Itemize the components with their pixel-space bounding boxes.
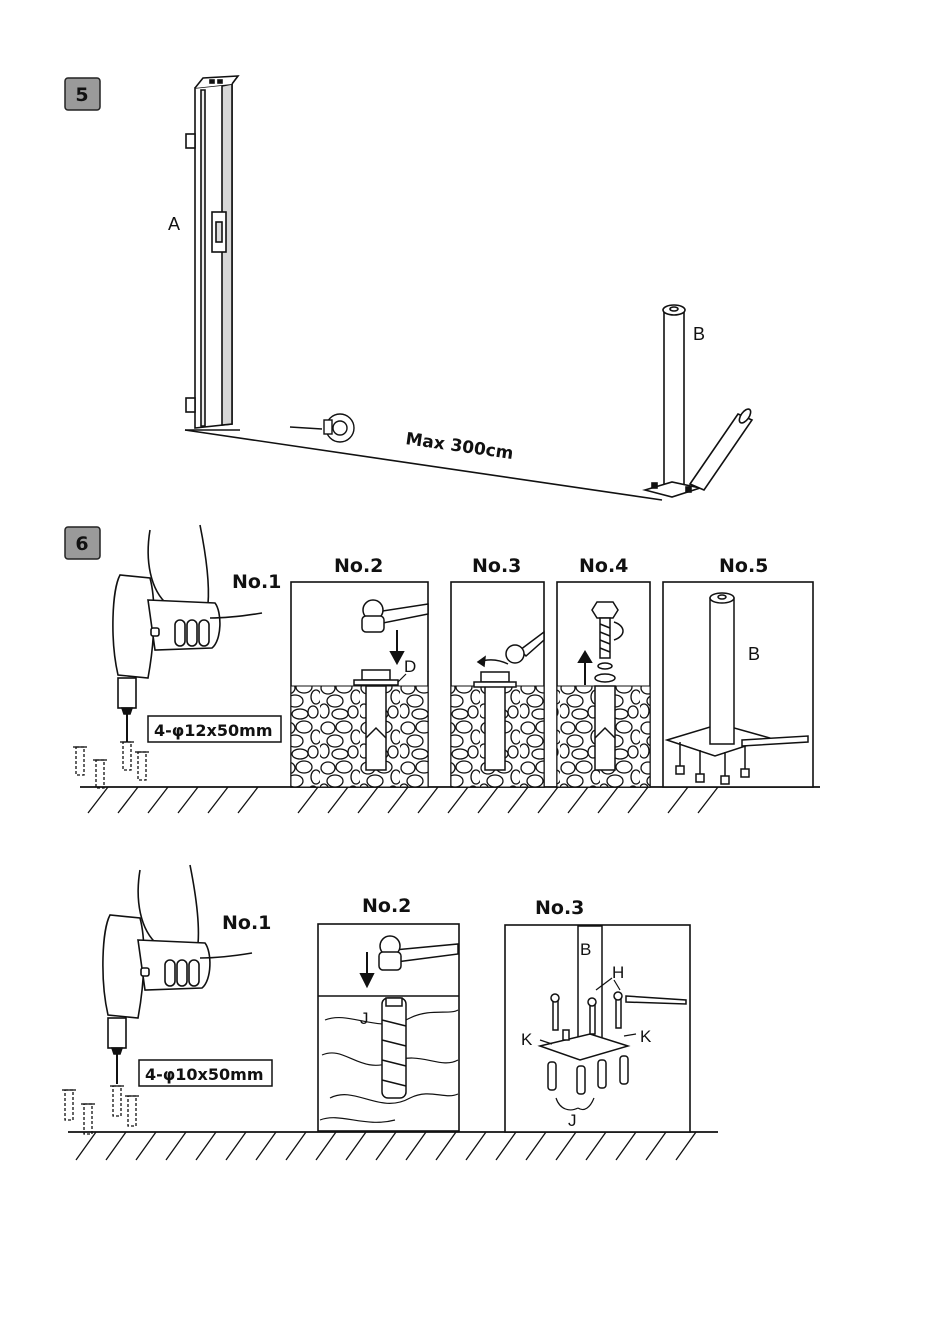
drill-spec-7: 4-φ10x50mm: [145, 1065, 263, 1084]
label-a: A: [168, 214, 180, 234]
step-7-section: No.1 4-φ10x50mm No.2: [62, 865, 718, 1160]
drill-holes-6: [76, 742, 146, 788]
label-b-no3-7: B: [580, 940, 591, 959]
step-6-section: 6 No.1: [65, 525, 820, 813]
label-k-right: K: [640, 1027, 652, 1046]
step7-no2-title: No.2: [362, 895, 411, 917]
label-h: H: [612, 963, 624, 982]
label-d: D: [404, 657, 416, 676]
ground-hatching-6: [88, 787, 718, 813]
step6-no1-title: No.1: [232, 571, 281, 593]
drill-spec-6: 4-φ12x50mm: [154, 721, 272, 740]
step6-no2-title: No.2: [334, 555, 383, 577]
step-6-number: 6: [75, 533, 88, 555]
step7-no1-title: No.1: [222, 912, 271, 934]
label-b-no5: B: [748, 644, 760, 664]
step7-no3-title: No.3: [535, 897, 584, 919]
wall-plug: [382, 998, 406, 1098]
label-b: B: [693, 324, 705, 344]
step6-no3-title: No.3: [472, 555, 521, 577]
label-j-plug: J: [360, 1009, 369, 1028]
tape-measure-icon: [290, 414, 354, 442]
label-j-bottom: J: [568, 1111, 577, 1130]
step-5-section: 5 A Max 300cm: [65, 76, 753, 500]
ground-hatching-7: [76, 1132, 696, 1160]
anchor-bolt-no4: [595, 686, 615, 770]
step-5-number: 5: [75, 84, 88, 106]
drill-icon-7: [103, 865, 252, 1084]
drill-holes-7: [65, 1086, 136, 1134]
label-k-left: K: [521, 1030, 533, 1049]
stone-ground-no2: [291, 686, 428, 787]
step6-no5-title: No.5: [719, 555, 768, 577]
drill-icon: [113, 525, 262, 742]
distance-label: Max 300cm: [404, 429, 514, 464]
step6-no4-title: No.4: [579, 555, 628, 577]
cassette-post-a: [186, 76, 238, 428]
step6-no5-panel: [663, 582, 813, 787]
